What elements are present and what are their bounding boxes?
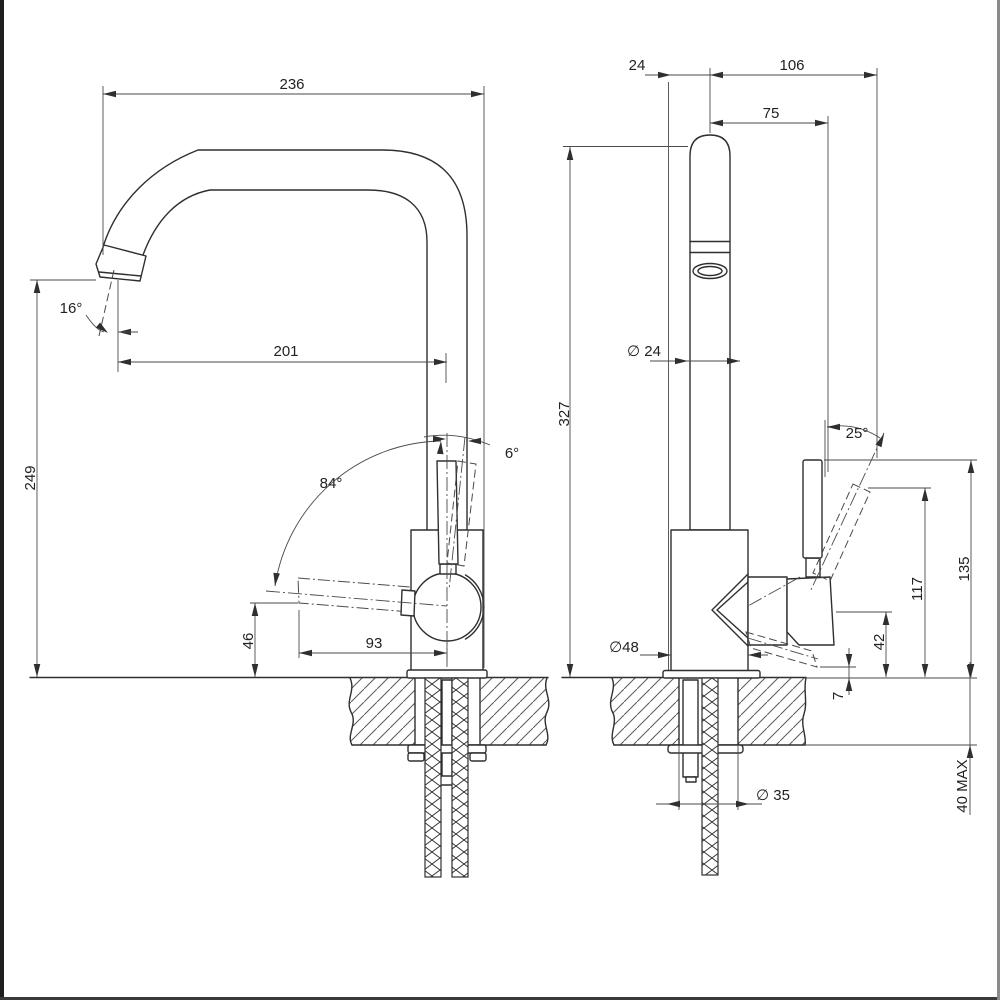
cartridge-axis — [747, 576, 801, 607]
spout-inner-edge — [142, 189, 428, 531]
spout-outer-edge — [103, 149, 468, 531]
dim-counter-thickness: 40 MAX — [954, 759, 971, 812]
counter-break-edge — [348, 677, 354, 746]
counter-hatch-front-right — [480, 678, 549, 745]
dim-lever-height: 46 — [240, 633, 257, 650]
front-view — [95, 149, 488, 878]
body-chamfer — [711, 573, 749, 647]
countertop-section — [29, 676, 807, 746]
scan-edge-left — [0, 0, 4, 1000]
base-plate-side — [662, 669, 761, 679]
counter-hatch-side-right — [738, 678, 806, 745]
base-plate-front — [406, 669, 488, 679]
handle-phantom-up — [812, 483, 871, 582]
dim-spout-height: 249 — [22, 465, 39, 490]
scan-edge-bottom — [0, 997, 1000, 1000]
phantom-handle-axis — [809, 432, 885, 593]
bracket-hook-right — [469, 752, 487, 762]
dim-spout-angle: 16° — [60, 300, 83, 317]
mounting-stud-side — [682, 679, 699, 778]
dim-handle-top-height: 135 — [956, 556, 973, 581]
stud-tip — [685, 776, 697, 783]
supply-hose-right — [451, 677, 469, 878]
dim-lever-length: 93 — [366, 635, 383, 652]
dim-handle-tilt-angle: 6° — [505, 445, 519, 462]
counter-hatch-side-left — [610, 678, 679, 745]
dim-body-diameter: ∅48 — [609, 639, 639, 656]
centerline-phantom-axis — [448, 436, 466, 591]
mounting-stud-front — [441, 679, 453, 778]
side-view — [662, 134, 885, 876]
dim-handle-clearance: 7 — [830, 692, 847, 700]
counter-break-edge — [802, 677, 807, 746]
side-view-dimensions: 24 106 75 327 ∅ 24 25° 1 — [556, 57, 977, 815]
scan-edge-right — [997, 0, 1000, 1000]
dim-spout-width: 236 — [279, 76, 304, 93]
handle-front — [436, 460, 459, 565]
dim-total-height: 327 — [556, 401, 573, 426]
spout-nozzle-rim — [98, 271, 142, 277]
bracket-hook-left — [407, 752, 425, 762]
spout-tube-side — [689, 134, 731, 531]
dim-handle-reach: 75 — [763, 105, 780, 122]
dim-spout-diameter: ∅ 24 — [627, 343, 661, 360]
front-view-dimensions: 236 16° 201 249 84° — [22, 76, 519, 677]
dim-spout-axis-offset: 24 — [629, 57, 646, 74]
phantom-down-axis — [747, 637, 819, 660]
counter-break-edge — [609, 677, 616, 746]
dim-spout-reach: 201 — [273, 343, 298, 360]
dim-handle-tip-height: 117 — [909, 577, 926, 601]
handle-neck-front — [439, 563, 457, 575]
handle-side — [802, 459, 823, 559]
cartridge-housing — [747, 576, 788, 646]
body-chamfer-inner — [716, 581, 749, 639]
counter-break-edge — [544, 677, 550, 746]
cartridge-block — [786, 576, 835, 646]
dim-depth: 106 — [779, 57, 804, 74]
aerator-outlet-inner — [697, 265, 723, 277]
dim-hole-diameter: ∅ 35 — [756, 787, 790, 804]
handle-phantom-tilted — [446, 460, 477, 567]
handle-phantom-down — [745, 631, 818, 668]
dim-handle-swing-angle: 84° — [320, 475, 343, 492]
counter-hatch-front-left — [349, 678, 415, 745]
mounting-bracket — [407, 744, 487, 754]
centerline-lever-axis — [265, 590, 448, 607]
dim-pivot-height: 42 — [871, 634, 888, 651]
supply-hose-side — [701, 677, 719, 876]
supply-hose-left — [424, 677, 442, 878]
spout-nozzle — [95, 244, 147, 282]
dim-handle-angle: 25° — [846, 425, 869, 442]
faucet-body-side — [670, 529, 749, 674]
